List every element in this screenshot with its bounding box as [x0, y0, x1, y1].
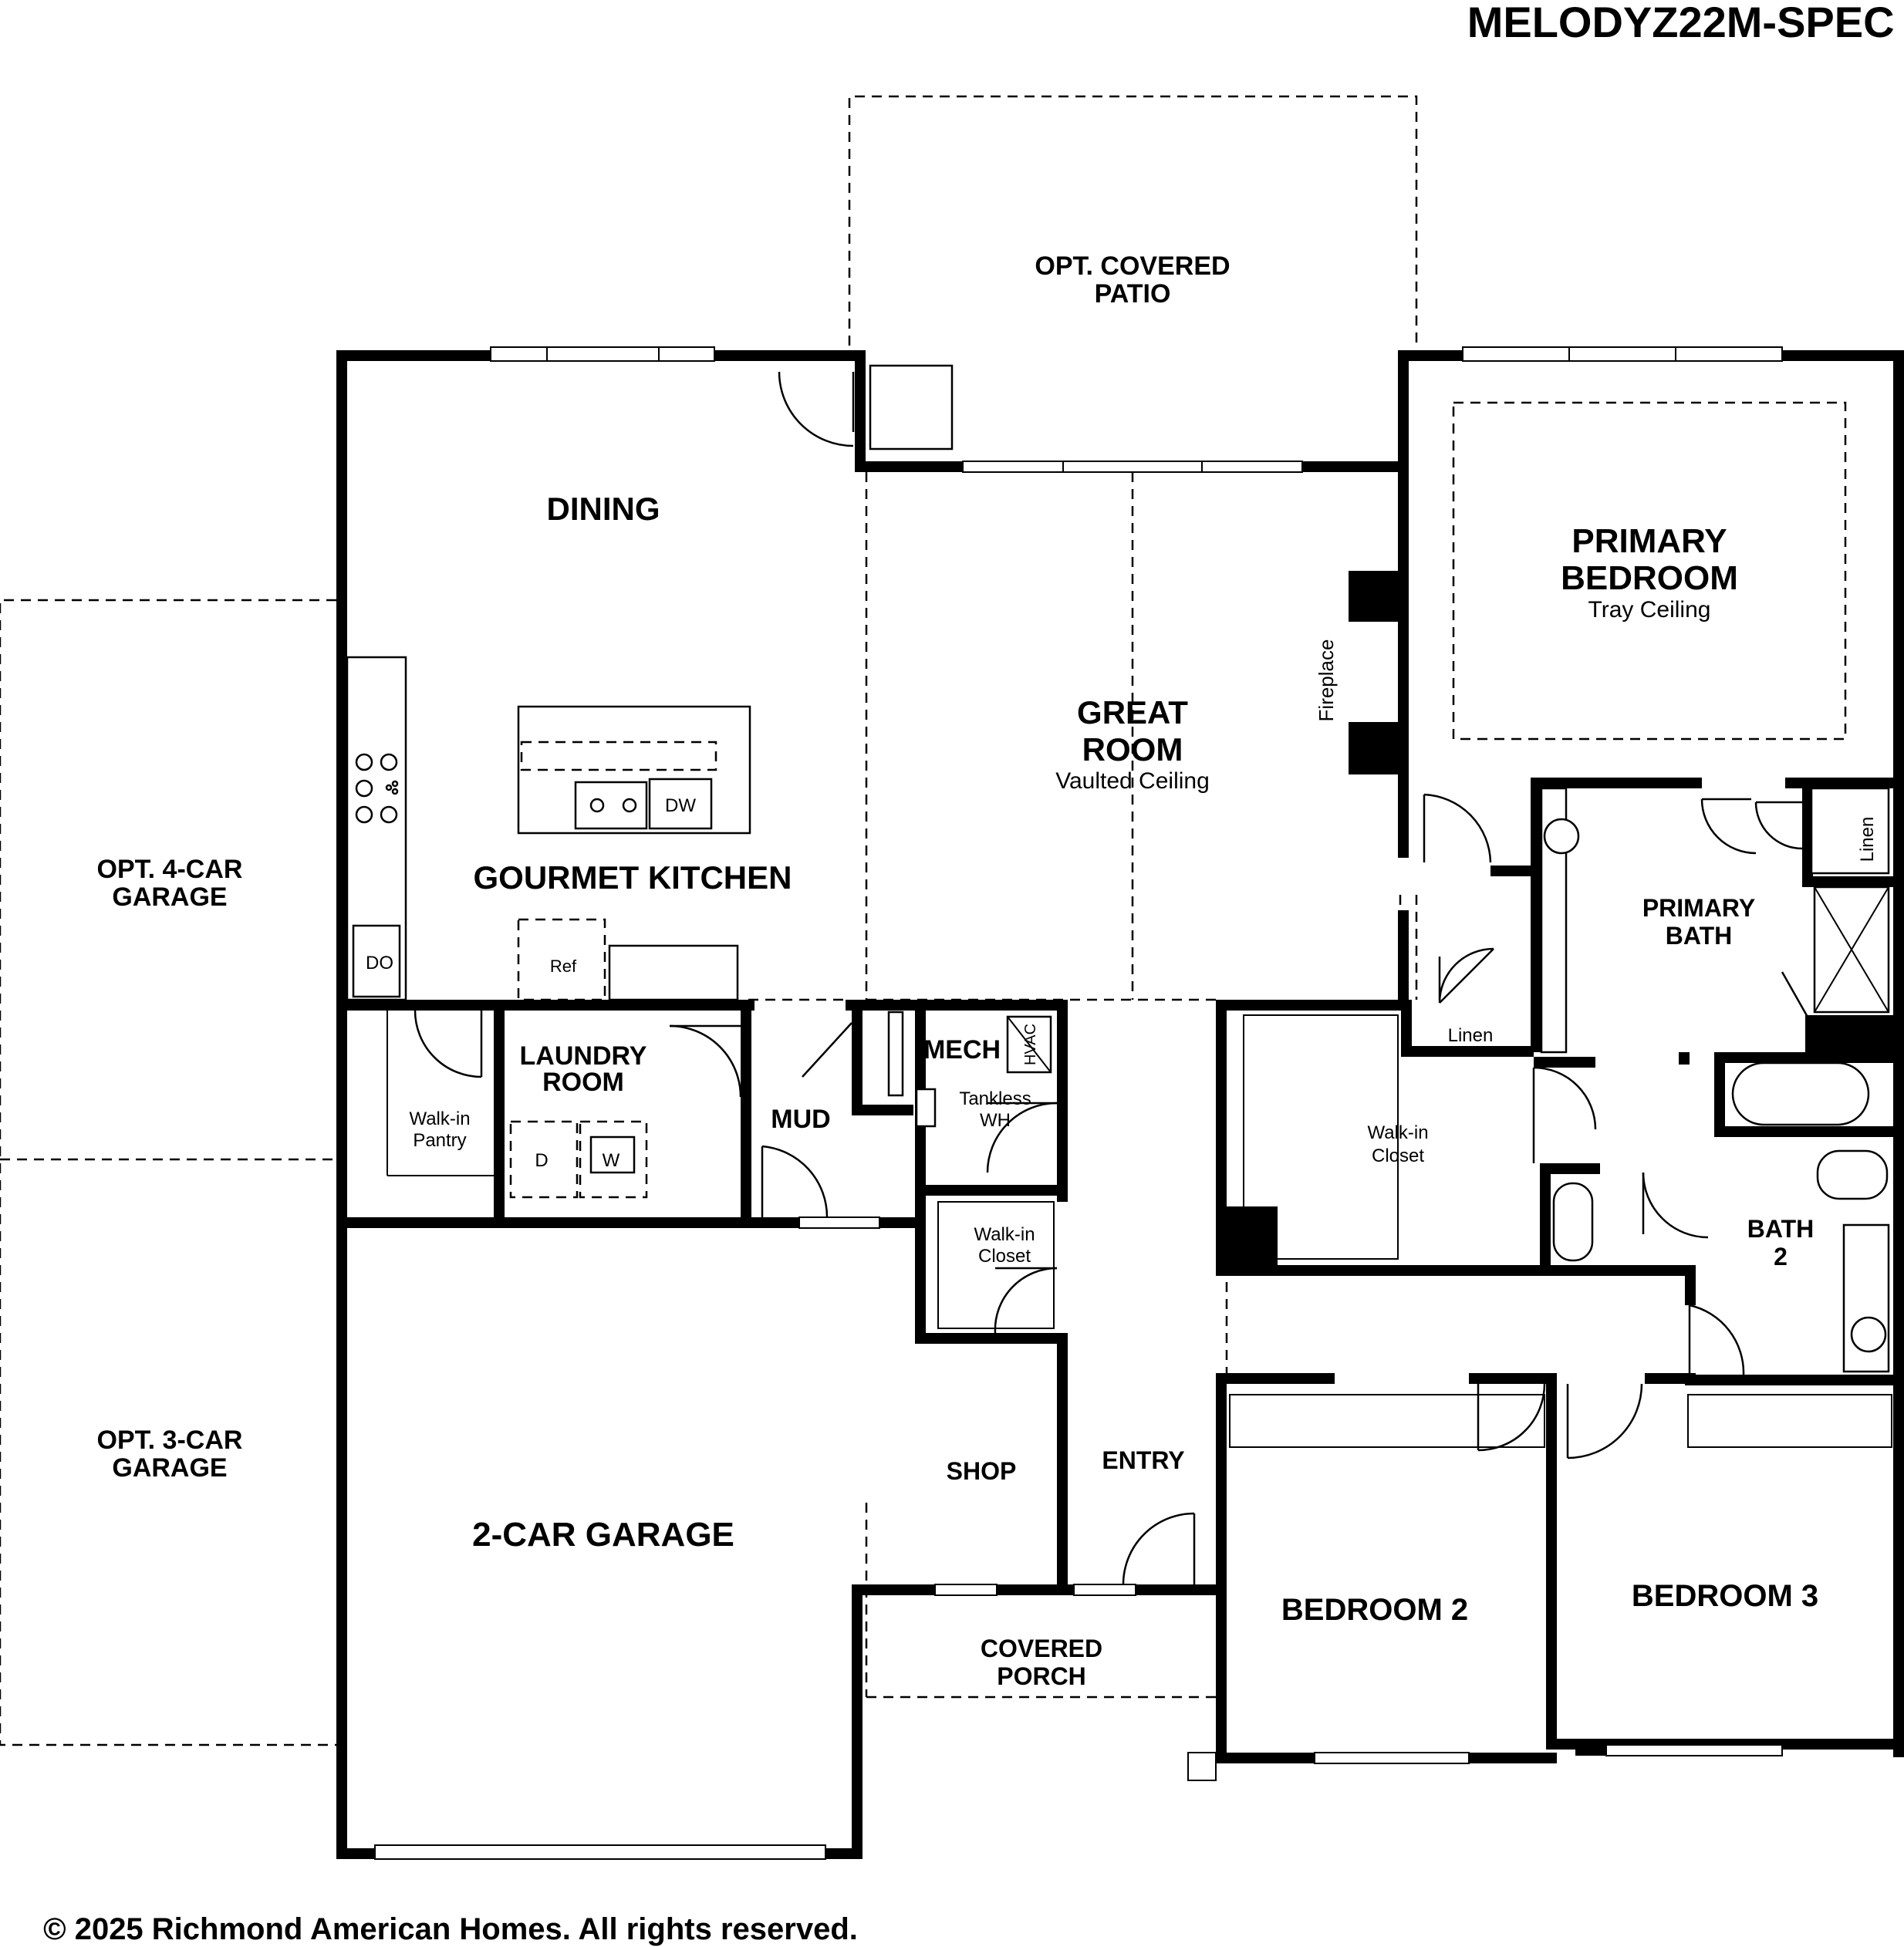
covered-porch-line2: PORCH	[997, 1662, 1086, 1690]
windows	[374, 346, 1783, 1860]
primary-bedroom-line1: PRIMARY	[1571, 522, 1727, 560]
plan-title: MELODYZ22M-SPEC 1	[1467, 0, 1904, 46]
laundry-room-line2: ROOM	[542, 1068, 624, 1097]
dishwasher-label: DW	[665, 795, 696, 816]
mech-label: MECH	[923, 1035, 1001, 1065]
washer-label: W	[603, 1150, 620, 1171]
mud-label: MUD	[771, 1105, 830, 1134]
laundry-room-line1: LAUNDRY	[520, 1041, 647, 1071]
fixtures	[346, 656, 1892, 1448]
labels: MELODYZ22M-SPEC 1 © 2025 Richmond Americ…	[43, 0, 1904, 1946]
fireplace-label: Fireplace	[1315, 639, 1338, 722]
great-room-line1: GREAT	[1077, 694, 1188, 731]
entry-label: ENTRY	[1102, 1446, 1184, 1474]
opt-covered-patio-line1: OPT. COVERED	[1035, 251, 1230, 281]
dryer-label: D	[535, 1150, 548, 1171]
tankless-wh-line1: Tankless	[959, 1088, 1031, 1109]
primary-bedroom-line2: BEDROOM	[1561, 559, 1738, 597]
bath2-line2: 2	[1774, 1243, 1788, 1270]
opt-3car-garage-line1: OPT. 3-CAR	[97, 1426, 243, 1455]
opt-4car-garage-line1: OPT. 4-CAR	[97, 855, 243, 884]
bedroom2-label: BEDROOM 2	[1281, 1593, 1468, 1627]
shop-label: SHOP	[947, 1457, 1017, 1485]
opt-covered-patio-line2: PATIO	[1095, 279, 1171, 309]
great-room-note: Vaulted Ceiling	[1055, 768, 1210, 794]
covered-porch-line1: COVERED	[981, 1635, 1102, 1662]
walkin-closet-entry-line2: Closet	[978, 1246, 1031, 1267]
tankless-wh-line2: WH	[980, 1110, 1011, 1131]
linen-lower-label: Linen	[1448, 1025, 1494, 1046]
walkin-pantry-line2: Pantry	[413, 1130, 466, 1151]
great-room-line2: ROOM	[1082, 731, 1183, 768]
primary-bedroom-note: Tray Ceiling	[1588, 597, 1711, 623]
primary-bath-line2: BATH	[1666, 922, 1733, 950]
opt-4car-garage-line2: GARAGE	[112, 882, 227, 912]
walkin-closet-primary-line2: Closet	[1372, 1146, 1424, 1166]
walkin-pantry-line1: Walk-in	[409, 1108, 470, 1129]
gourmet-kitchen-label: GOURMET KITCHEN	[474, 859, 792, 896]
optional-area-outlines	[0, 95, 1847, 1746]
refrigerator-label: Ref	[550, 957, 577, 976]
walkin-closet-entry-line1: Walk-in	[974, 1224, 1035, 1245]
double-oven-label: DO	[366, 953, 393, 973]
linen-upper-label: Linen	[1857, 817, 1878, 862]
primary-bath-line1: PRIMARY	[1642, 894, 1755, 922]
opt-3car-garage-line2: GARAGE	[112, 1453, 227, 1483]
doors	[414, 364, 1810, 1585]
copyright: © 2025 Richmond American Homes. All righ…	[43, 1912, 858, 1946]
walkin-closet-primary-line1: Walk-in	[1367, 1122, 1428, 1143]
hvac-label: HVAC	[1022, 1024, 1039, 1065]
bath2-line1: BATH	[1747, 1215, 1815, 1243]
dining-label: DINING	[547, 491, 660, 527]
bedroom3-label: BEDROOM 3	[1632, 1579, 1818, 1613]
two-car-garage-label: 2-CAR GARAGE	[472, 1516, 734, 1554]
